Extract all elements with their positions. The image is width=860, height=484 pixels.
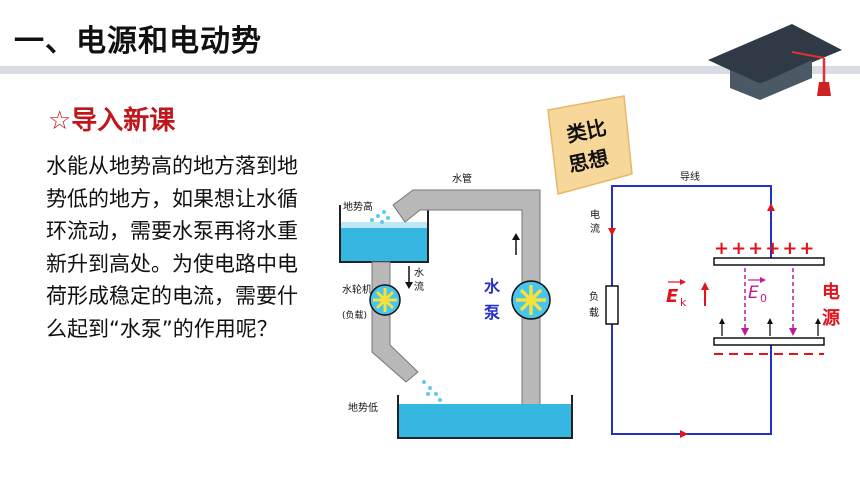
graduation-cap-icon [708,24,842,100]
high-ground-label: 地势高 [343,200,373,213]
load-label-1: 负 [589,290,599,303]
e0-subscript: 0 [760,292,767,305]
circuit-system: ++++++ 导线 电 流 负 载 电 源 E k E 0 [589,170,840,438]
source-label-2: 源 [822,307,840,329]
pump-label-2: 泵 [483,303,500,322]
ek-label: E [666,286,679,307]
header-divider [0,66,860,74]
page-title: 一、电源和电动势 [14,24,262,59]
current-label-2: 流 [590,222,600,235]
analogy-diagram: 水管 地势高 地势低 水 流 水轮机 (负载) 水 泵 ++++++ [339,170,840,439]
pipe-label: 水管 [452,172,472,185]
low-ground-label: 地势低 [348,401,378,414]
section-subtitle: ☆导入新课 [48,106,176,136]
water-system: 水管 地势高 地势低 水 流 水轮机 (负载) 水 泵 [339,172,573,439]
current-label-1: 电 [590,208,600,221]
turbine-sublabel: (负载) [342,309,367,321]
turbine-label: 水轮机 [342,283,372,296]
pump-label-1: 水 [484,277,501,296]
header-bar: 一、电源和电动势 [0,0,860,100]
wire-label: 导线 [680,170,700,183]
pump-icon [511,280,551,320]
flow-label-2: 流 [414,280,424,293]
load-label-2: 载 [589,307,599,319]
plus-signs: ++++++ [714,238,817,259]
analogy-badge: 类比 思想 [547,95,633,195]
body-paragraph: 水能从地势高的地方落到地势低的地方，如果想让水循环流动，需要水泵再将水重新升到高… [46,154,298,341]
ek-subscript: k [680,296,687,309]
turbine-icon [369,284,401,316]
e0-label: E [748,283,759,303]
source-label-1: 电 [822,281,840,303]
flow-label-1: 水 [414,267,424,279]
